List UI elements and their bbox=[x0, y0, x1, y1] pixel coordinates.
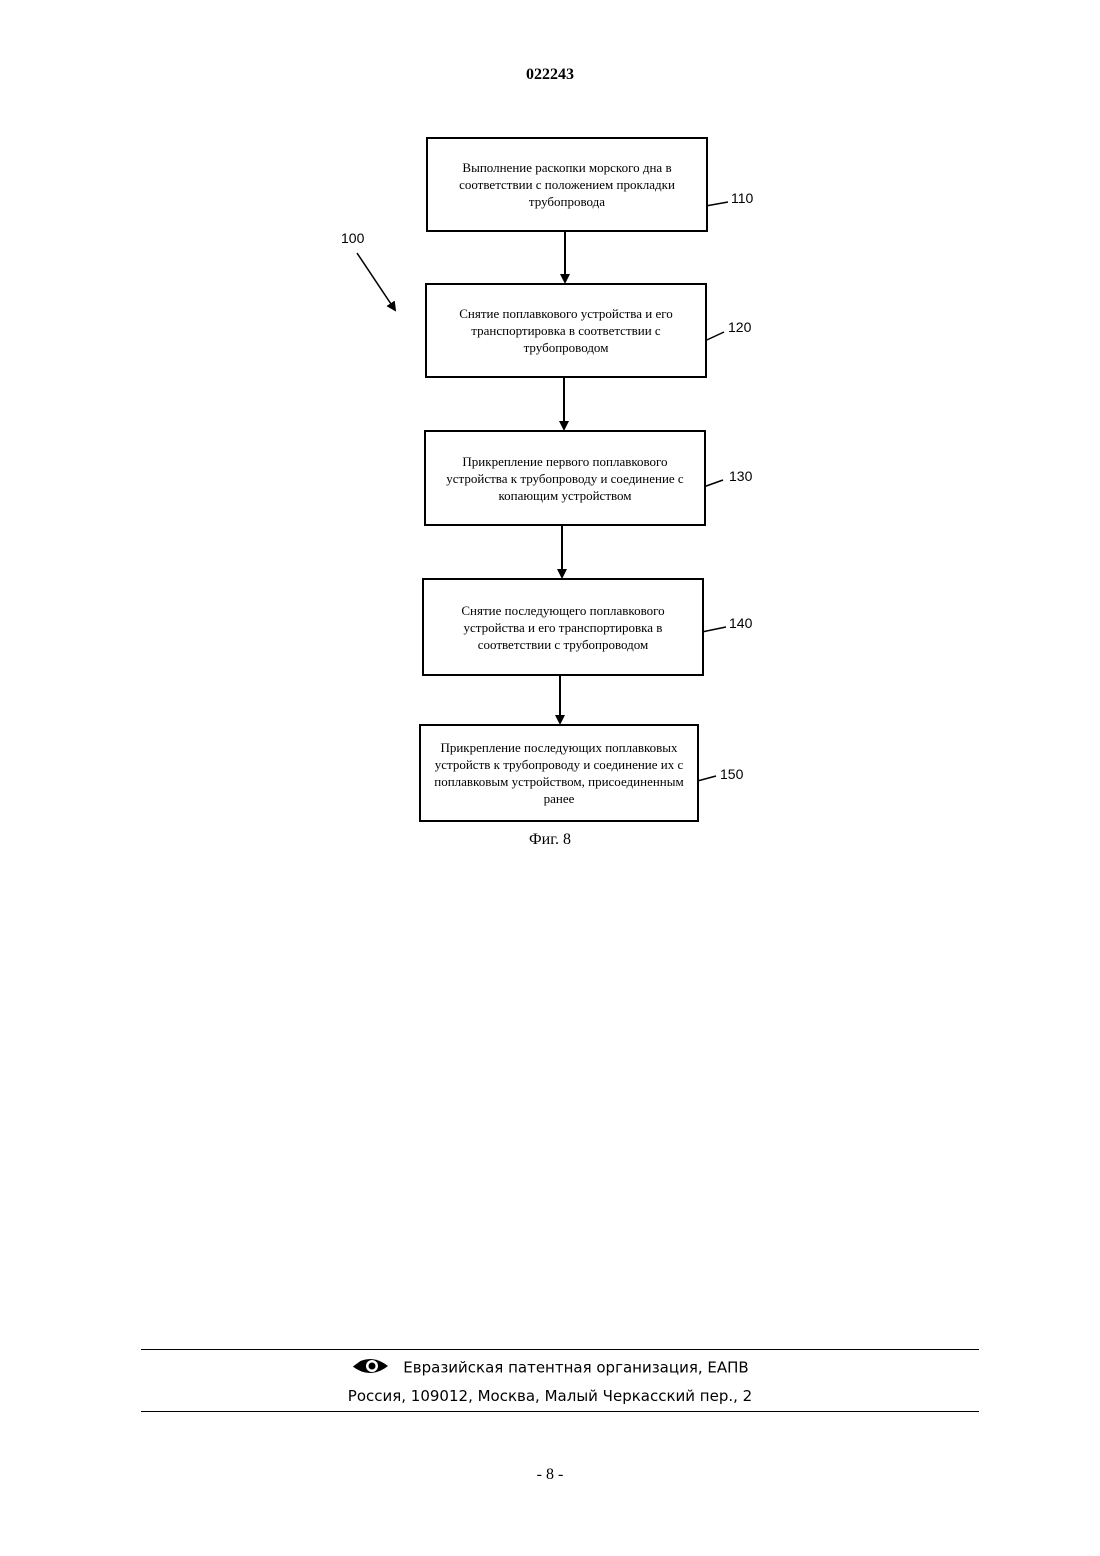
footer-organization-line: Евразийская патентная организация, ЕАПВ bbox=[0, 1356, 1100, 1380]
step-box-140: Снятие последующего поплавкового устройс… bbox=[422, 578, 704, 676]
ref-label-main: 100 bbox=[341, 230, 364, 246]
step-box-130: Прикрепление первого поплавкового устрой… bbox=[424, 430, 706, 526]
ref-label-130: 130 bbox=[729, 468, 752, 484]
ref-label-150: 150 bbox=[720, 766, 743, 782]
footer-bottom-rule bbox=[141, 1411, 979, 1412]
figure-caption: Фиг. 8 bbox=[0, 831, 1100, 849]
ref-label-110: 110 bbox=[731, 190, 753, 206]
step-box-110: Выполнение раскопки морского дна в соотв… bbox=[426, 137, 708, 232]
eapo-logo-icon bbox=[351, 1356, 389, 1380]
ref-100-arrow bbox=[357, 253, 395, 310]
page-footer-number: - 8 - bbox=[0, 1466, 1100, 1484]
step-box-150: Прикрепление последующих поплавковых уст… bbox=[419, 724, 699, 822]
ref-label-120: 120 bbox=[728, 319, 751, 335]
footer-organization: Евразийская патентная организация, ЕАПВ bbox=[403, 1359, 748, 1377]
step-box-120: Снятие поплавкового устройства и его тра… bbox=[425, 283, 707, 378]
ref-label-140: 140 bbox=[729, 615, 752, 631]
footer-address: Россия, 109012, Москва, Малый Черкасский… bbox=[0, 1387, 1100, 1405]
footer-top-rule bbox=[141, 1349, 979, 1350]
